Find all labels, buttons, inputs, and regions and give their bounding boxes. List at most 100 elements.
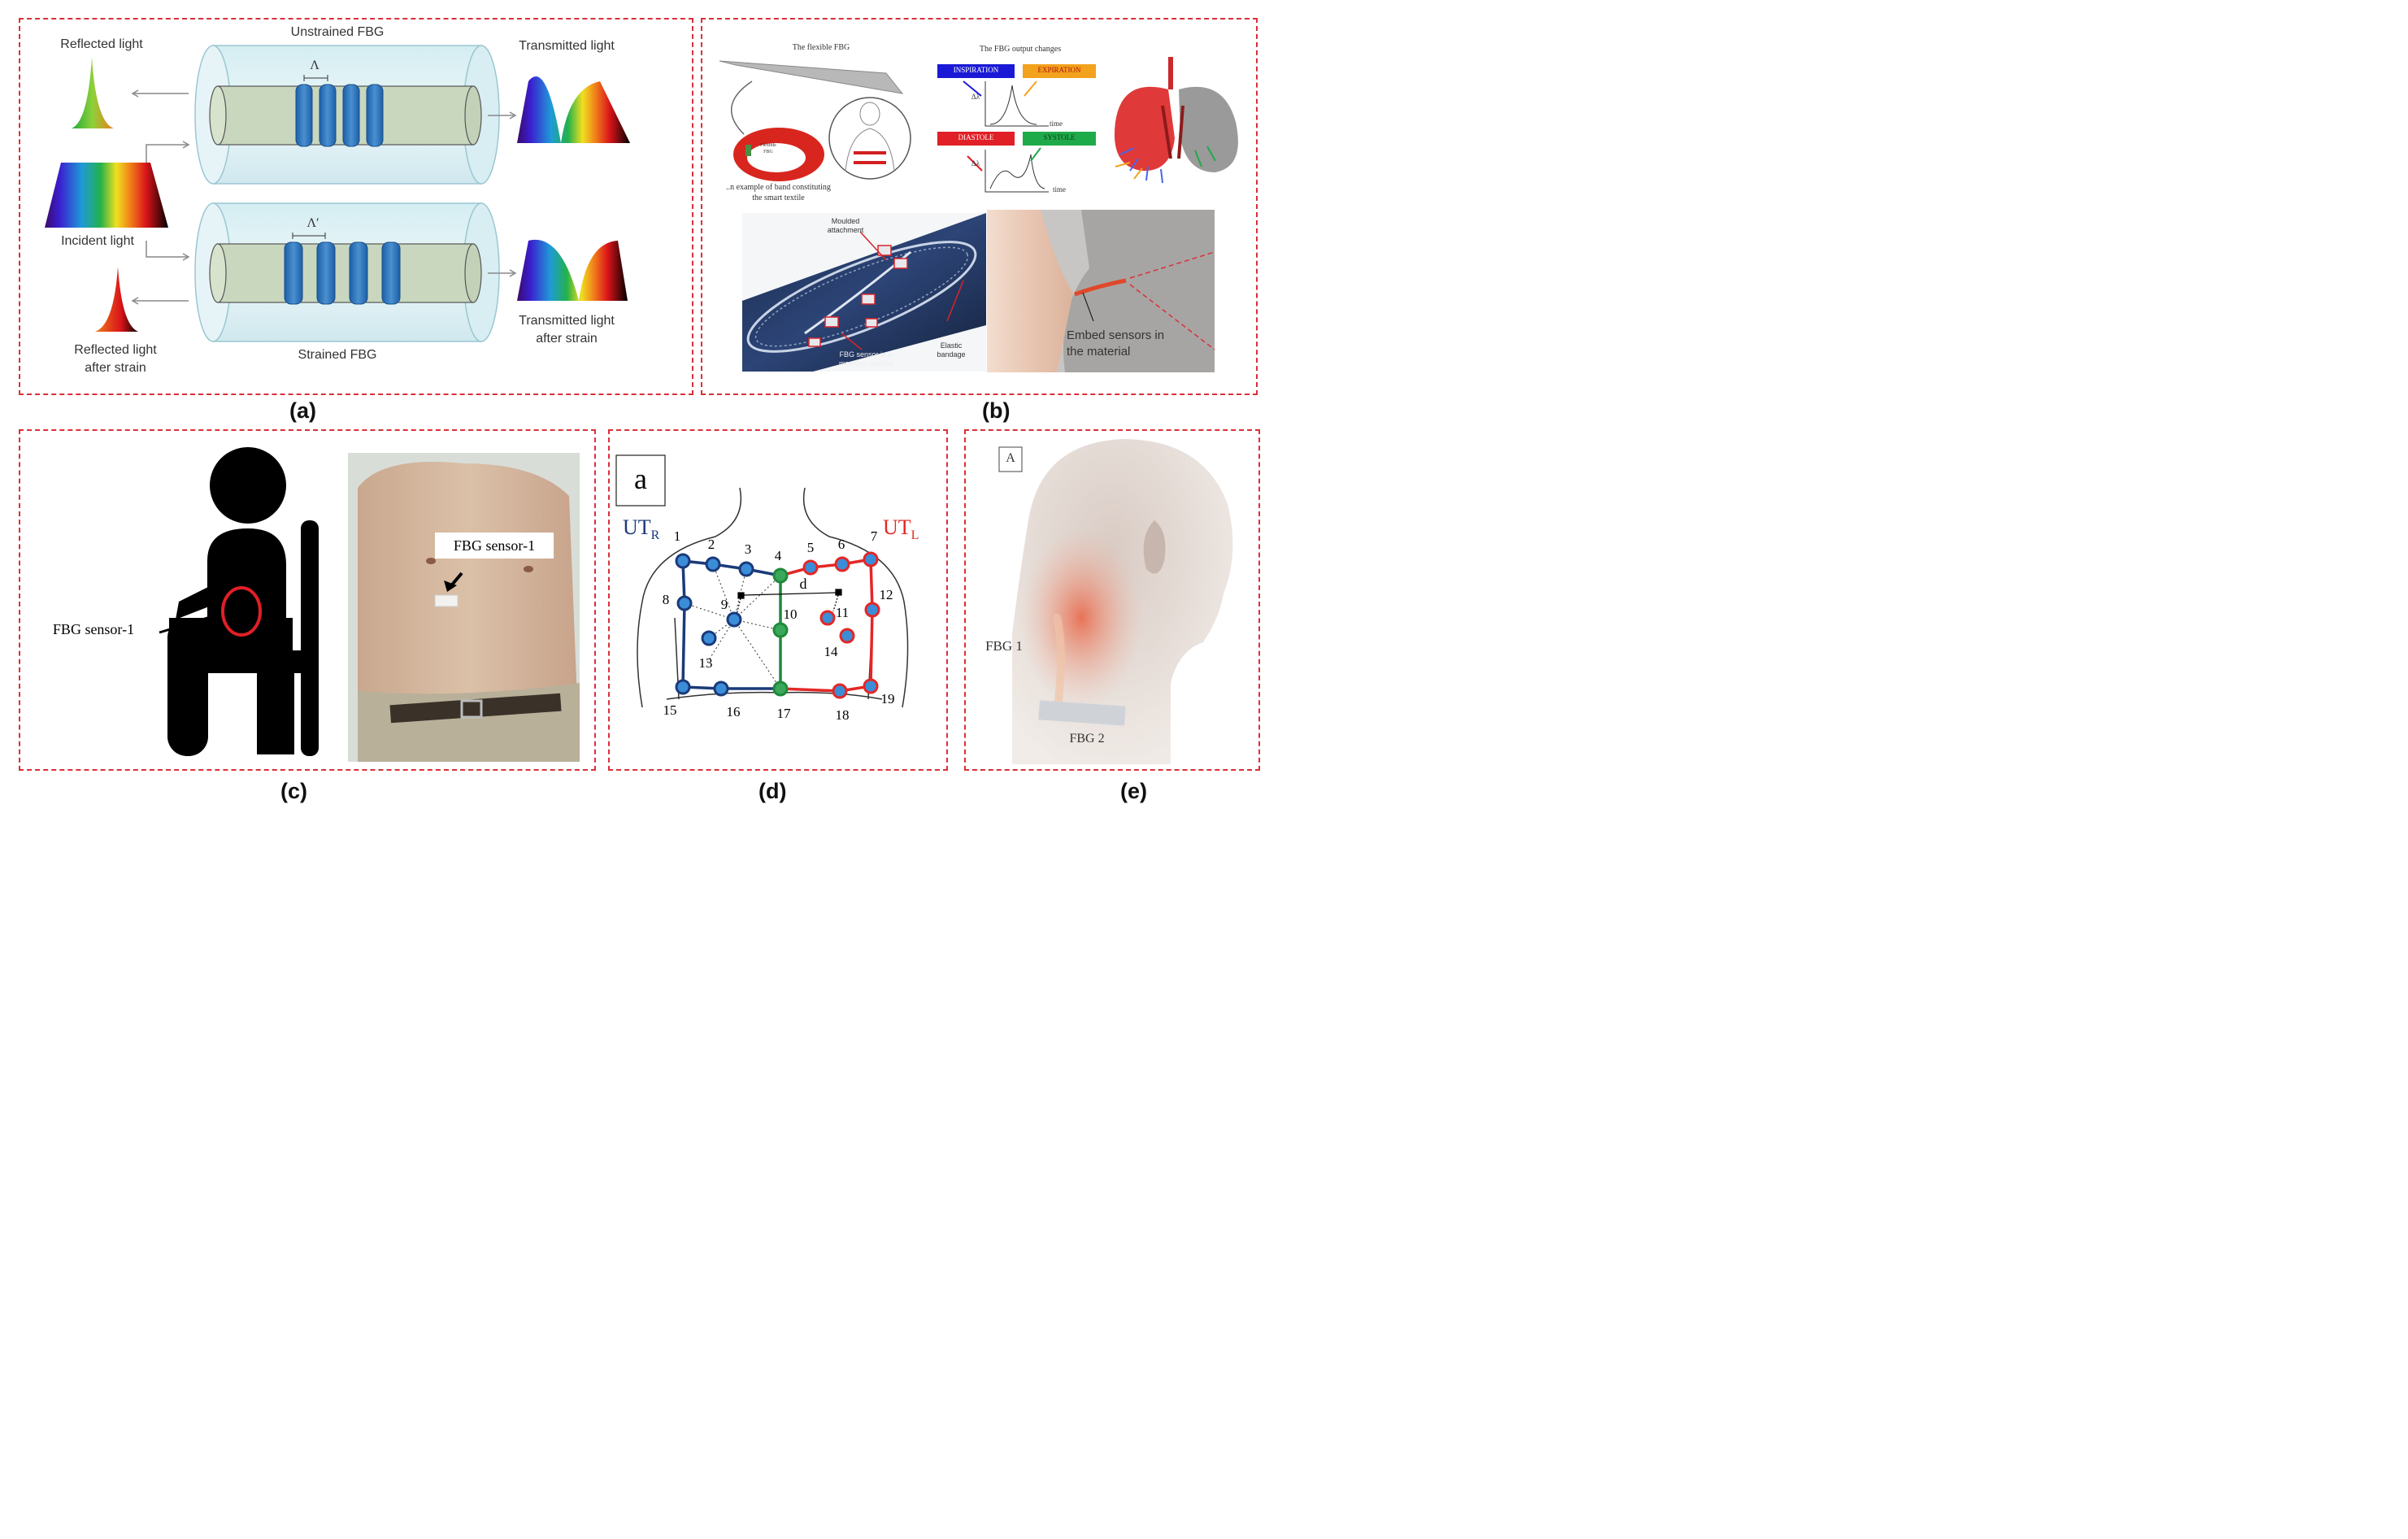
panel-e-letter-box	[998, 446, 1023, 472]
fbg-coating-label-2: moulded coating	[838, 359, 893, 367]
caption-d: (d)	[758, 779, 787, 803]
caption-c: (c)	[280, 779, 307, 803]
unstrained-fbg-cylinder	[194, 45, 500, 185]
elastic-bandage-photo	[742, 213, 986, 372]
fbg-sensor-label-left: FBG sensor-1	[52, 621, 135, 637]
red-band	[733, 128, 824, 181]
electrode-number: 16	[726, 704, 741, 720]
heart-axis-time: time	[1053, 185, 1066, 193]
panel-b-drawing	[719, 57, 1238, 372]
electrode-number: 3	[744, 541, 752, 557]
band-caption-1: ..n example of band constituting	[726, 183, 831, 192]
box-letter-a: a	[634, 463, 647, 495]
fbg-coating-label-1: FBG sensor in a	[839, 350, 893, 359]
reflected-light-label: Reflected light	[60, 37, 143, 51]
electrodes	[675, 551, 880, 699]
reflected-spectrum	[72, 57, 114, 128]
period-strained-label: Λ′	[306, 216, 319, 230]
electrode-number: 5	[806, 540, 815, 555]
head-neck-illustration	[1012, 439, 1233, 764]
transmitted-after-label-2: after strain	[536, 332, 598, 346]
transmitted-after-label-1: Transmitted light	[519, 314, 615, 328]
panel-d	[608, 429, 948, 771]
grating-strained	[284, 241, 401, 305]
inspiration-label: INSPIRATION	[953, 66, 999, 74]
strained-fbg-title: Strained FBG	[298, 348, 377, 362]
systole-box	[1023, 132, 1096, 146]
reflected-after-label-2: after strain	[85, 361, 146, 375]
period-label: Λ	[310, 59, 319, 72]
expiration-label: EXPIRATION	[1037, 66, 1081, 74]
flexible-fbg-title: The flexible FBG	[792, 43, 850, 52]
panel-e	[964, 429, 1260, 771]
ut-r-sub: R	[650, 528, 660, 543]
electrode-number: 9	[720, 597, 728, 612]
flexible-tag-1: Flexible	[760, 143, 776, 148]
fbg2-label: FBG 2	[1069, 732, 1105, 746]
heart-axis-y: Δλ	[971, 159, 980, 167]
embed-label-1: Embed sensors in	[1067, 328, 1165, 342]
transmitted-light-label: Transmitted light	[519, 39, 615, 53]
inspiration-box	[937, 64, 1015, 78]
panel-e-drawing	[998, 439, 1233, 764]
caption-b: (b)	[982, 398, 1011, 423]
moulded-label-2: attachment	[827, 226, 864, 234]
flexible-fbg-strip	[719, 60, 904, 94]
caption-a: (a)	[289, 398, 316, 423]
transmitted-after-spectrum	[517, 239, 628, 301]
panel-a	[19, 18, 693, 395]
electrode-number: 8	[662, 592, 670, 607]
electrode-number: 6	[837, 537, 845, 552]
ut-l-main: UT	[883, 515, 911, 539]
electrode-number: 17	[776, 706, 791, 721]
elastic-label-1: Elastic	[940, 341, 963, 350]
lungs-illustration	[1114, 57, 1238, 184]
embed-label-2: the material	[1067, 345, 1131, 359]
electrode-number: 15	[663, 702, 677, 718]
ut-r-label: UTR	[623, 515, 688, 543]
electrode-number: 10	[783, 606, 798, 622]
incident-spectrum	[45, 163, 168, 228]
elastic-label-2: bandage	[937, 350, 966, 359]
electrode-number: 4	[774, 548, 782, 563]
band-caption-2: the smart textile	[752, 193, 805, 202]
panel-b	[701, 18, 1258, 395]
moulded-label-1: Moulded	[831, 217, 860, 225]
ut-r-main: UT	[623, 515, 651, 539]
electrode-number: 18	[835, 707, 850, 723]
chest-photo	[348, 453, 580, 762]
incident-light-label: Incident light	[61, 234, 134, 248]
electrode-number: 14	[824, 644, 838, 659]
strained-fbg-cylinder	[194, 202, 500, 342]
panel-e-letter: A	[1006, 451, 1015, 465]
heart-graph	[967, 147, 1049, 193]
electrode-number: 12	[879, 587, 893, 602]
panel-d-drawing	[615, 454, 909, 708]
curved-arrow	[731, 80, 753, 135]
panel-a-drawing	[45, 45, 630, 342]
fbg-sensor-label-photo: FBG sensor-1	[453, 537, 536, 554]
distance-label: d	[799, 576, 807, 592]
transmitted-spectrum	[517, 76, 630, 143]
flexible-tag-2: FBG	[763, 150, 773, 154]
seated-person-icon	[159, 447, 319, 756]
fbg1-label: FBG 1	[985, 638, 1023, 654]
torso-sketch	[828, 97, 911, 180]
breath-graph	[963, 80, 1049, 127]
electrode-number: 19	[880, 691, 895, 706]
electrode-number: 7	[870, 528, 878, 544]
diastole-label: DIASTOLE	[958, 133, 994, 141]
grating-unstrained	[295, 84, 384, 147]
breath-axis-time: time	[1050, 120, 1063, 128]
reflected-after-spectrum	[95, 267, 138, 332]
ut-l-sub: L	[911, 528, 919, 543]
reflected-after-label-1: Reflected light	[74, 343, 157, 357]
output-changes-title: The FBG output changes	[979, 45, 1062, 54]
systole-label: SYSTOLE	[1043, 133, 1076, 141]
unstrained-fbg-title: Unstrained FBG	[290, 25, 385, 39]
electrode-number: 13	[698, 655, 713, 671]
panel-c-drawing	[159, 447, 580, 762]
electrode-number: 2	[707, 537, 715, 552]
ut-l-label: UTL	[883, 515, 948, 543]
panel-c	[19, 429, 596, 771]
